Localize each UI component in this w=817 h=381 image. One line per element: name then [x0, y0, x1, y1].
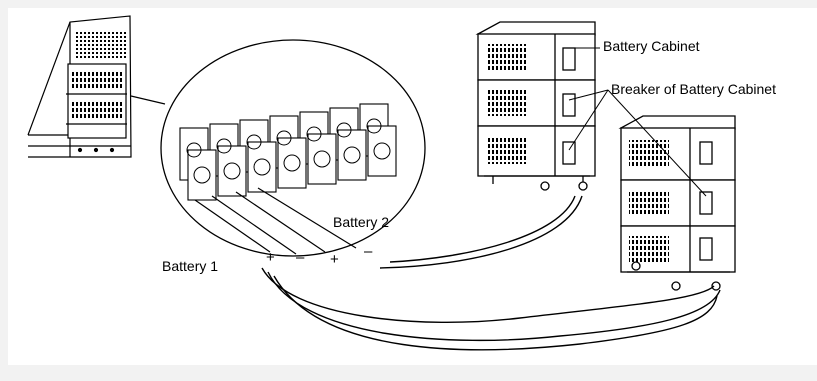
breaker-label: Breaker of Battery Cabinet — [611, 81, 776, 97]
battery-1-negative: – — [296, 249, 305, 266]
breaker-zoom-ellipse — [160, 39, 426, 257]
breaker-terminals — [186, 118, 391, 184]
battery-cabinet-1 — [475, 21, 596, 191]
battery-1-positive: + — [266, 249, 275, 266]
battery-2-positive: + — [330, 251, 339, 268]
battery-cabinet-2 — [618, 115, 736, 291]
battery-2-label: Battery 2 — [333, 214, 390, 230]
ups-cabinet — [27, 15, 166, 158]
battery-1-label: Battery 1 — [162, 258, 219, 274]
battery-2-negative: – — [364, 243, 373, 260]
breaker-leads — [194, 187, 357, 255]
battery-cables — [261, 195, 721, 351]
label-leaders — [568, 47, 707, 197]
battery-breakers — [179, 103, 397, 201]
battery-cabinet-label: Battery Cabinet — [603, 38, 700, 54]
